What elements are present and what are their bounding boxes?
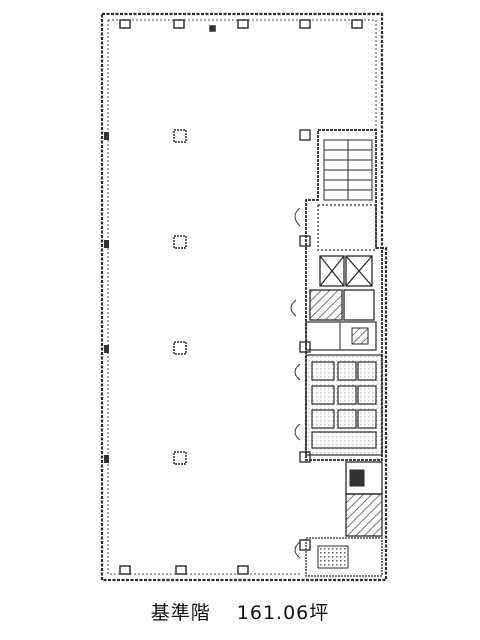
bottom-window-marks — [119, 565, 249, 575]
pipe-shaft — [309, 289, 343, 321]
stair — [323, 139, 373, 201]
right-column-marks — [299, 129, 311, 551]
floor-label: 基準階 — [150, 602, 211, 624]
floor-plan — [100, 12, 388, 582]
column — [173, 341, 187, 355]
column — [173, 451, 187, 465]
service-core — [305, 129, 383, 461]
elevator-shafts — [319, 255, 373, 287]
column — [173, 129, 187, 143]
left-wall-marks — [104, 132, 109, 463]
door-swings — [290, 207, 301, 559]
lower-annex — [305, 461, 383, 577]
column — [173, 235, 187, 249]
floor-area: 161.06坪 — [236, 602, 330, 624]
outer-wall — [100, 12, 388, 582]
top-window-marks — [119, 19, 363, 32]
inner-wall — [107, 19, 377, 575]
floor-caption: 基準階 161.06坪 — [0, 598, 480, 634]
restroom — [305, 354, 383, 456]
columns — [173, 129, 187, 465]
